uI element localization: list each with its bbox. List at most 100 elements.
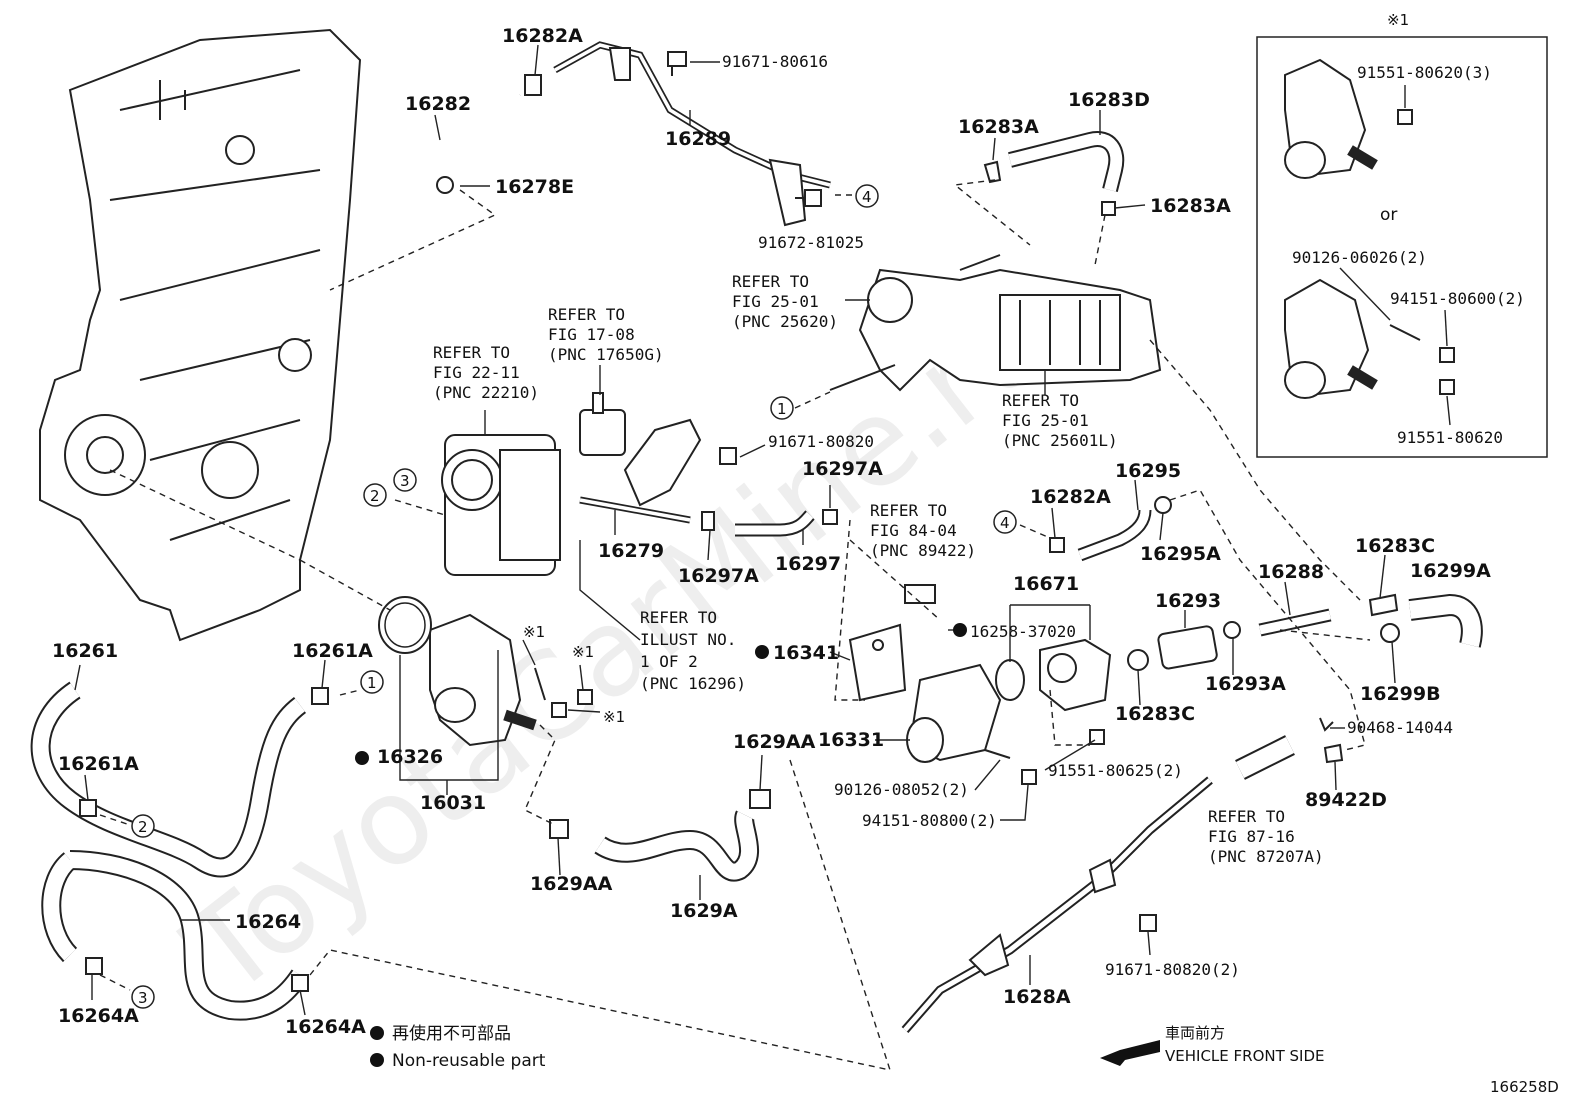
label-16326: 16326	[377, 746, 443, 768]
clip-16283C-a	[1368, 593, 1399, 617]
svg-text:4: 4	[1000, 514, 1010, 532]
bolt-asterisk	[551, 702, 567, 718]
hose-16261	[30, 681, 307, 878]
front-label-jp: 車両前方	[1165, 1024, 1225, 1042]
inset-housing-upper	[1284, 58, 1413, 179]
clamp-16293A	[1223, 621, 1241, 639]
label-91551-80620: 91551-80620	[1397, 428, 1503, 447]
ref-22210-l1: REFER TO	[433, 343, 510, 362]
ref-87207-l2: FIG 87-16	[1208, 827, 1295, 846]
ref-25620-l1: REFER TO	[732, 272, 809, 291]
pipe-16289	[553, 41, 831, 227]
svg-text:3: 3	[138, 989, 148, 1007]
label-16295A: 16295A	[1140, 543, 1221, 565]
label-16297A-a: 16297A	[802, 458, 883, 480]
label-16299B: 16299B	[1360, 683, 1441, 705]
label-16293A: 16293A	[1205, 673, 1286, 695]
gasket-16326	[378, 596, 432, 654]
label-16297: 16297	[775, 553, 841, 575]
circle-marker-1-b: 1	[360, 670, 384, 694]
label-16283A-a: 16283A	[958, 116, 1039, 138]
pipe-1628A	[901, 776, 1213, 1033]
hose-16293	[1157, 625, 1218, 670]
hose-87207A	[1235, 735, 1295, 780]
label-90126-08052: 90126-08052(2)	[834, 780, 969, 799]
hose-16299A	[1408, 593, 1483, 648]
label-16282A-top: 16282A	[502, 25, 583, 47]
clip-16297A-a	[822, 509, 838, 525]
clamp-1629AA-a	[749, 789, 771, 809]
label-91551-80620-3: 91551-80620(3)	[1357, 63, 1492, 82]
svg-text:1: 1	[777, 400, 787, 418]
diagram-id: 166258D	[1490, 1078, 1559, 1096]
clamp-16261A-a	[311, 687, 329, 705]
label-16261: 16261	[52, 640, 118, 662]
pipe-16288	[1258, 608, 1332, 637]
clamp-16278E	[436, 176, 454, 194]
ref-17650-l1: REFER TO	[548, 305, 625, 324]
label-16264: 16264	[235, 911, 301, 933]
clamp-16261A-b	[79, 799, 97, 817]
label-16278E: 16278E	[495, 176, 574, 198]
label-16293: 16293	[1155, 590, 1221, 612]
inset-alt-parts: ※1 91551-80620(3) or 90126-06026(2) 9415…	[1256, 11, 1548, 458]
clip-90468-14044	[1319, 717, 1334, 732]
ref-17650-l3: (PNC 17650G)	[548, 345, 664, 364]
ref-16296-l1: REFER TO	[640, 608, 717, 627]
gasket-16341	[848, 623, 907, 702]
circle-marker-3-b: 3	[131, 985, 155, 1009]
hose-16282	[403, 92, 521, 184]
ref-25601-l3: (PNC 25601L)	[1002, 431, 1118, 450]
bolt-91671-80820-2	[1139, 914, 1157, 932]
water-inlet-16331	[906, 663, 1002, 763]
leader-lines	[74, 44, 1396, 1016]
clamp-16299B	[1380, 623, 1400, 643]
legend-en: Non-reusable part	[392, 1051, 546, 1071]
label-16282A-mid: 16282A	[1030, 486, 1111, 508]
label-89422D: 89422D	[1305, 789, 1387, 811]
ref-25601-l2: FIG 25-01	[1002, 411, 1089, 430]
label-16289: 16289	[665, 128, 731, 150]
clamp-16264A-b	[291, 974, 309, 992]
label-16331: 16331	[818, 729, 884, 751]
gasket-16258-37020	[995, 659, 1025, 701]
clamp-16264A-a	[85, 957, 103, 975]
bolt-91671-80820	[719, 447, 737, 465]
clip-16283A-b	[1101, 201, 1116, 216]
label-91671-80820-2: 91671-80820(2)	[1105, 960, 1240, 979]
inset-marker: ※1	[1387, 11, 1409, 29]
ref-22210-l2: FIG 22-11	[433, 363, 520, 382]
label-16297A-b: 16297A	[678, 565, 759, 587]
label-1629A: 1629A	[670, 900, 738, 922]
clamp-1629AA-b	[549, 819, 569, 839]
label-16288: 16288	[1258, 561, 1324, 583]
ref-25620-l2: FIG 25-01	[732, 292, 819, 311]
ref-87207-l3: (PNC 87207A)	[1208, 847, 1324, 866]
label-16295: 16295	[1115, 460, 1181, 482]
throttle-body	[441, 434, 561, 576]
thermostat-16671	[1039, 638, 1112, 712]
svg-text:1: 1	[367, 674, 377, 692]
sensor-89422	[904, 584, 936, 604]
label-16283C-b: 16283C	[1115, 703, 1195, 725]
clamp-89422D	[1323, 743, 1344, 764]
egr-cooler-assembly	[829, 254, 1162, 392]
label-91551-80625: 91551-80625(2)	[1048, 761, 1183, 780]
asterisk-nut: ※1	[572, 643, 594, 661]
ref-89422-l3: (PNC 89422)	[870, 541, 976, 560]
label-16283C-a: 16283C	[1355, 535, 1435, 557]
label-90468-14044: 90468-14044	[1347, 718, 1453, 737]
label-16283D: 16283D	[1068, 89, 1150, 111]
hose-16297	[735, 510, 815, 537]
label-16299A: 16299A	[1410, 560, 1491, 582]
non-reusable-dots	[355, 623, 967, 1067]
inset-housing-lower	[1284, 278, 1455, 399]
label-16671: 16671	[1013, 573, 1079, 595]
bracket-16279	[579, 418, 702, 524]
legend-jp: 再使用不可部品	[392, 1023, 511, 1044]
clamp-16295A	[1154, 496, 1172, 514]
ref-16296-l4: (PNC 16296)	[640, 674, 746, 693]
circle-marker-2-b: 2	[131, 814, 155, 838]
circle-marker-3-a: 3	[393, 468, 417, 492]
